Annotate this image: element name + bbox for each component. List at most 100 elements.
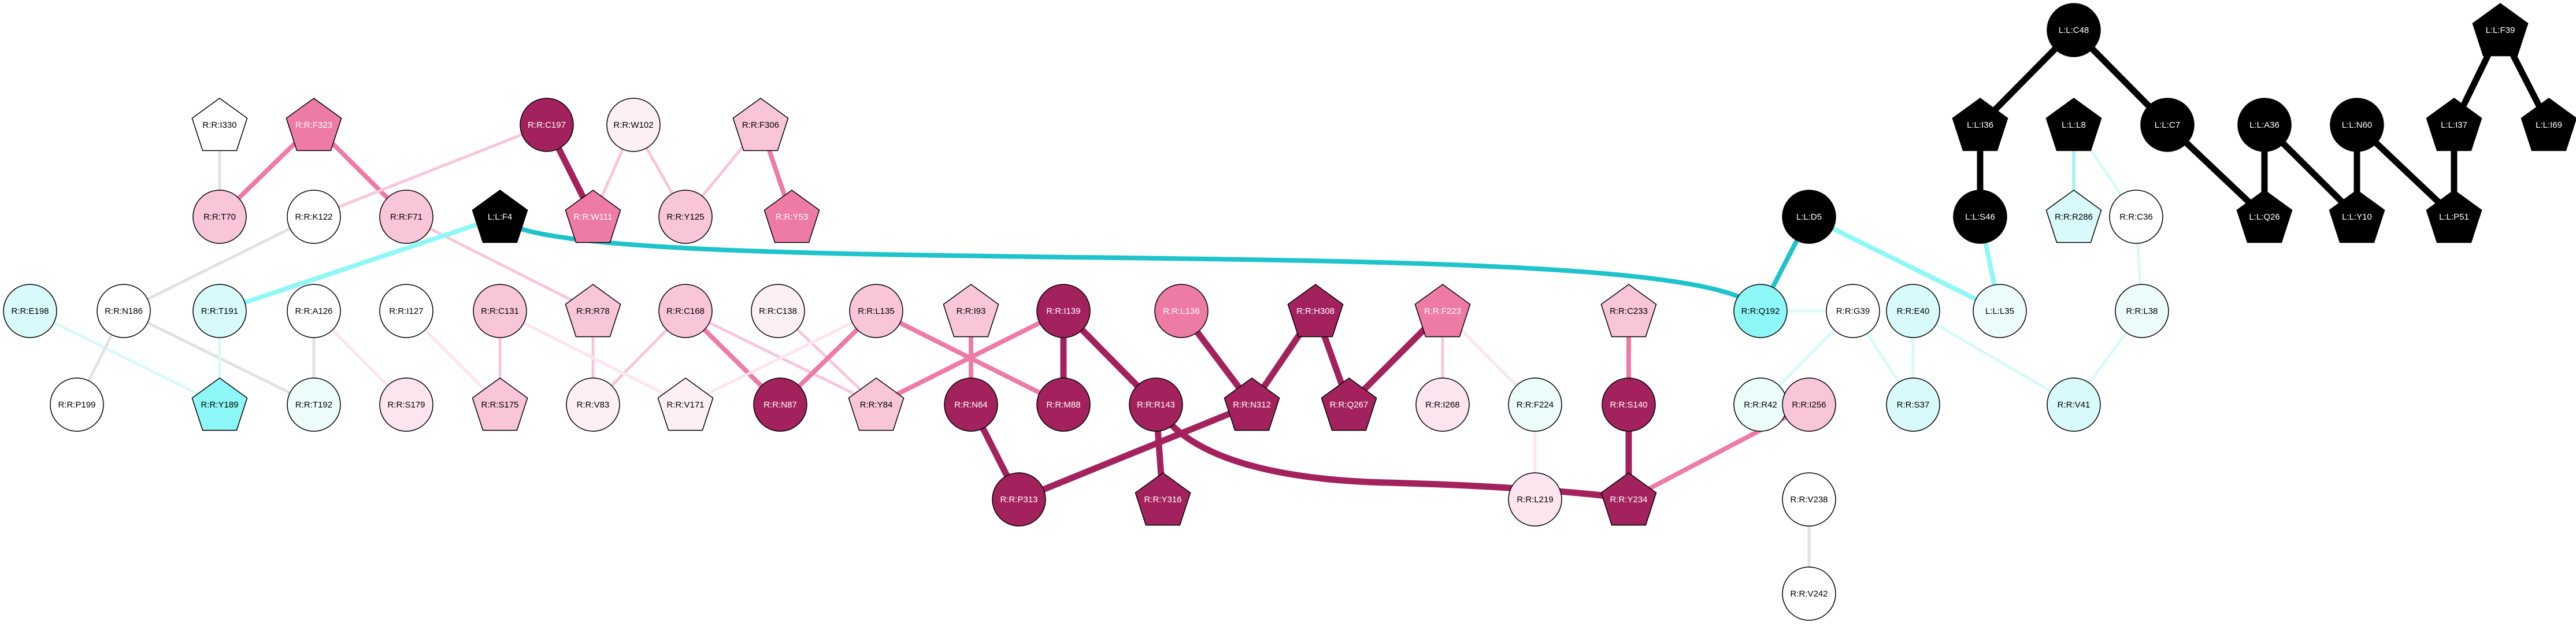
node-r-r-s140[interactable]: R:R:S140 (1602, 377, 1656, 432)
pentagon-node-shape (2521, 98, 2576, 151)
node-r-r-v242[interactable]: R:R:V242 (1782, 566, 1836, 621)
node-label: R:R:F224 (1517, 400, 1554, 410)
node-r-r-t191[interactable]: R:R:T191 (192, 284, 247, 338)
node-r-r-c168[interactable]: R:R:C168 (658, 284, 713, 338)
node-r-r-y125[interactable]: R:R:Y125 (658, 190, 713, 244)
node-l-l-l35[interactable]: L:L:L35 (1973, 284, 2027, 338)
node-r-r-w111[interactable]: R:R:W111 (565, 190, 621, 243)
node-r-r-h308[interactable]: R:R:H308 (1287, 284, 1344, 338)
node-l-l-c48[interactable]: L:L:C48 (2047, 3, 2101, 57)
node-r-r-r286[interactable]: R:R:R286 (2045, 190, 2102, 243)
node-r-r-v83[interactable]: R:R:V83 (566, 377, 620, 432)
node-l-l-d5[interactable]: L:L:D5 (1782, 190, 1836, 244)
node-label: R:R:R286 (2055, 212, 2093, 222)
node-r-r-g39[interactable]: R:R:G39 (1826, 284, 1880, 338)
node-l-l-i37[interactable]: L:L:I37 (2426, 98, 2482, 151)
node-r-r-y84[interactable]: R:R:Y84 (848, 377, 905, 431)
node-r-r-n186[interactable]: R:R:N186 (97, 284, 151, 338)
node-l-l-c7[interactable]: L:L:C7 (2140, 98, 2195, 152)
pentagon-node-shape (565, 284, 621, 338)
node-r-r-i256[interactable]: R:R:I256 (1782, 377, 1836, 432)
node-r-r-i93[interactable]: R:R:I93 (943, 284, 999, 338)
circle-node-shape (3, 284, 57, 338)
node-r-r-c197[interactable]: R:R:C197 (520, 98, 574, 152)
circle-node-shape (287, 284, 341, 338)
node-l-l-f4[interactable]: L:L:F4 (472, 190, 528, 243)
node-label: L:L:A36 (2249, 120, 2280, 130)
pentagon-node-shape (2329, 190, 2385, 243)
node-label: R:R:T191 (201, 306, 238, 316)
node-r-r-e40[interactable]: R:R:E40 (1886, 284, 1940, 338)
node-r-r-f323[interactable]: R:R:F323 (286, 98, 342, 151)
node-r-r-i127[interactable]: R:R:I127 (379, 284, 433, 338)
circle-node-shape (192, 284, 247, 338)
node-r-r-f223[interactable]: R:R:F223 (1414, 284, 1471, 338)
node-r-r-f71[interactable]: R:R:F71 (379, 190, 433, 244)
node-r-r-r42[interactable]: R:R:R42 (1733, 377, 1788, 432)
node-r-r-c233[interactable]: R:R:C233 (1600, 284, 1657, 338)
node-l-l-n60[interactable]: L:L:N60 (2330, 98, 2384, 152)
node-l-l-a36[interactable]: L:L:A36 (2237, 98, 2292, 152)
node-r-r-l38[interactable]: R:R:L38 (2115, 284, 2169, 338)
node-r-r-y53[interactable]: R:R:Y53 (763, 190, 820, 243)
node-r-r-p199[interactable]: R:R:P199 (50, 377, 104, 432)
node-l-l-p51[interactable]: L:L:P51 (2426, 190, 2482, 243)
node-r-r-n64[interactable]: R:R:N64 (944, 377, 998, 432)
node-r-r-i268[interactable]: R:R:I268 (1415, 377, 1470, 432)
node-r-r-v41[interactable]: R:R:V41 (2047, 377, 2101, 432)
node-l-l-q26[interactable]: L:L:Q26 (2236, 190, 2293, 243)
circle-node-shape (287, 190, 341, 244)
node-r-r-a126[interactable]: R:R:A126 (287, 284, 341, 338)
node-r-r-y316[interactable]: R:R:Y316 (1135, 472, 1191, 526)
node-r-r-l136[interactable]: R:R:L136 (1154, 284, 1209, 338)
node-l-l-i36[interactable]: L:L:I36 (1952, 98, 2008, 151)
node-r-r-q267[interactable]: R:R:Q267 (1321, 377, 1377, 431)
node-r-r-t70[interactable]: R:R:T70 (192, 190, 247, 244)
node-l-l-l8[interactable]: L:L:L8 (2045, 98, 2102, 151)
node-r-r-c36[interactable]: R:R:C36 (2109, 190, 2163, 244)
node-r-r-i139[interactable]: R:R:I139 (1036, 284, 1091, 338)
edge-r-r-n312-to-r-r-p313 (1015, 401, 1255, 503)
node-r-r-v238[interactable]: R:R:V238 (1782, 472, 1836, 527)
node-r-r-m88[interactable]: R:R:M88 (1036, 377, 1091, 432)
node-r-r-q192[interactable]: R:R:Q192 (1733, 284, 1788, 338)
node-l-l-y10[interactable]: L:L:Y10 (2329, 190, 2385, 243)
node-r-r-i330[interactable]: R:R:I330 (191, 98, 248, 151)
node-r-r-k122[interactable]: R:R:K122 (287, 190, 341, 244)
node-r-r-r78[interactable]: R:R:R78 (565, 284, 621, 338)
pentagon-node-shape (1287, 284, 1344, 338)
node-r-r-c138[interactable]: R:R:C138 (751, 284, 805, 338)
node-r-r-l135[interactable]: R:R:L135 (849, 284, 903, 338)
node-r-r-y189[interactable]: R:R:Y189 (191, 377, 248, 431)
node-l-l-s46[interactable]: L:L:S46 (1953, 190, 2007, 244)
node-label: R:R:F223 (1424, 306, 1461, 316)
node-r-r-n87[interactable]: R:R:N87 (753, 377, 807, 432)
node-r-r-c131[interactable]: R:R:C131 (473, 284, 527, 338)
node-r-r-s175[interactable]: R:R:S175 (472, 377, 528, 431)
node-r-r-t192[interactable]: R:R:T192 (287, 377, 341, 432)
circle-node-shape (753, 377, 807, 432)
node-r-r-w102[interactable]: R:R:W102 (606, 98, 661, 152)
circle-node-shape (2330, 98, 2384, 152)
node-r-r-s37[interactable]: R:R:S37 (1886, 377, 1940, 432)
node-r-r-r143[interactable]: R:R:R143 (1129, 377, 1183, 432)
node-r-r-p313[interactable]: R:R:P313 (992, 472, 1046, 527)
node-r-r-f306[interactable]: R:R:F306 (732, 98, 789, 151)
node-label: R:R:S175 (481, 400, 518, 410)
node-r-r-l219[interactable]: R:R:L219 (1508, 472, 1562, 527)
node-l-l-i69[interactable]: L:L:I69 (2521, 98, 2576, 151)
circle-node-shape (50, 377, 104, 432)
pentagon-node-shape (2236, 190, 2293, 243)
node-r-r-n312[interactable]: R:R:N312 (1224, 377, 1280, 431)
node-label: R:R:H308 (1296, 306, 1335, 316)
node-r-r-e198[interactable]: R:R:E198 (3, 284, 57, 338)
node-l-l-f39[interactable]: L:L:F39 (2472, 3, 2529, 57)
node-label: R:R:A126 (295, 306, 332, 316)
node-r-r-v171[interactable]: R:R:V171 (657, 377, 714, 431)
node-label: R:R:F323 (295, 120, 332, 130)
node-r-r-y234[interactable]: R:R:Y234 (1600, 472, 1657, 526)
node-r-r-s179[interactable]: R:R:S179 (379, 377, 433, 432)
node-label: L:L:C48 (2059, 25, 2089, 35)
node-r-r-f224[interactable]: R:R:F224 (1508, 377, 1562, 432)
edge-r-r-r143-to-r-r-y234 (1152, 401, 1632, 503)
